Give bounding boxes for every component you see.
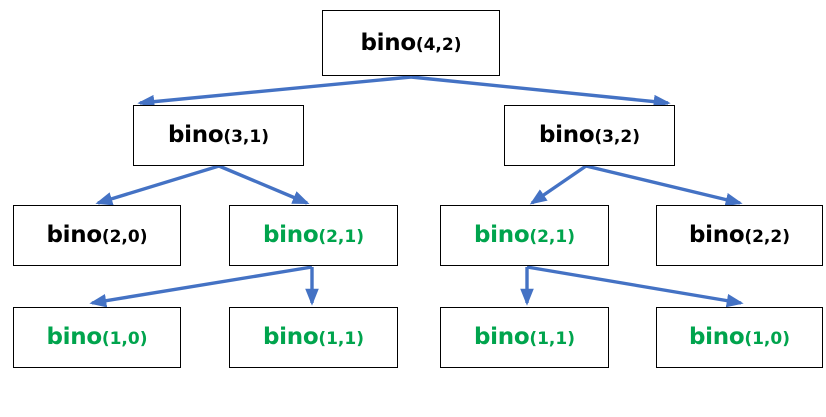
tree-node-bino31[interactable]: bino(3,1)	[133, 105, 304, 166]
tree-node-label: bino(2,0)	[47, 224, 148, 247]
function-name: bino	[360, 29, 417, 56]
tree-edge-n5-to-n10	[526, 265, 744, 308]
function-name: bino	[168, 122, 224, 148]
tree-node-bino21[interactable]: bino(2,1)	[440, 205, 609, 266]
function-args: (1,0)	[101, 329, 148, 349]
tree-node-label: bino(4,2)	[360, 29, 462, 56]
function-args: (2,1)	[529, 227, 575, 247]
tree-node-label: bino(1,0)	[47, 326, 148, 349]
tree-node-bino10[interactable]: bino(1,0)	[13, 307, 181, 368]
tree-node-label: bino(1,1)	[263, 326, 364, 349]
tree-node-bino20[interactable]: bino(2,0)	[13, 205, 181, 266]
tree-edge-n2-to-n6	[585, 164, 743, 207]
tree-edge-n2-to-n5	[529, 164, 587, 205]
tree-node-bino11[interactable]: bino(1,1)	[440, 307, 609, 368]
function-name: bino	[689, 222, 745, 248]
function-name: bino	[474, 324, 530, 350]
tree-node-label: bino(2,1)	[474, 224, 575, 247]
function-name: bino	[689, 324, 745, 350]
tree-node-bino11[interactable]: bino(1,1)	[229, 307, 398, 368]
function-args: (4,2)	[415, 34, 462, 55]
function-args: (2,2)	[744, 227, 790, 247]
function-args: (2,1)	[318, 227, 364, 247]
function-args: (1,1)	[529, 329, 575, 349]
tree-node-bino21[interactable]: bino(2,1)	[229, 205, 398, 266]
tree-edge-n4-to-n7	[89, 265, 313, 308]
tree-node-bino32[interactable]: bino(3,2)	[504, 105, 675, 166]
tree-edge-n0-to-n2	[410, 75, 671, 109]
function-args: (1,1)	[318, 329, 364, 349]
tree-edge-n0-to-n1	[137, 75, 412, 109]
tree-node-label: bino(2,1)	[263, 224, 364, 247]
function-name: bino	[46, 324, 103, 350]
function-name: bino	[539, 122, 595, 148]
function-args: (2,0)	[101, 227, 148, 247]
function-name: bino	[474, 222, 530, 248]
function-name: bino	[46, 222, 103, 248]
tree-node-label: bino(3,1)	[168, 124, 269, 147]
tree-node-bino10[interactable]: bino(1,0)	[656, 307, 823, 368]
function-args: (1,0)	[744, 329, 790, 349]
tree-edge-n1-to-n4	[218, 164, 310, 205]
tree-edge-n1-to-n3	[95, 164, 220, 206]
tree-node-label: bino(2,2)	[689, 224, 790, 247]
function-name: bino	[263, 324, 319, 350]
function-args: (3,2)	[594, 127, 640, 147]
function-name: bino	[263, 222, 319, 248]
tree-node-bino22[interactable]: bino(2,2)	[656, 205, 823, 266]
tree-node-label: bino(1,1)	[474, 326, 575, 349]
tree-node-bino42[interactable]: bino(4,2)	[322, 10, 500, 76]
tree-node-label: bino(3,2)	[539, 124, 640, 147]
tree-node-label: bino(1,0)	[689, 326, 790, 349]
function-args: (3,1)	[223, 127, 269, 147]
